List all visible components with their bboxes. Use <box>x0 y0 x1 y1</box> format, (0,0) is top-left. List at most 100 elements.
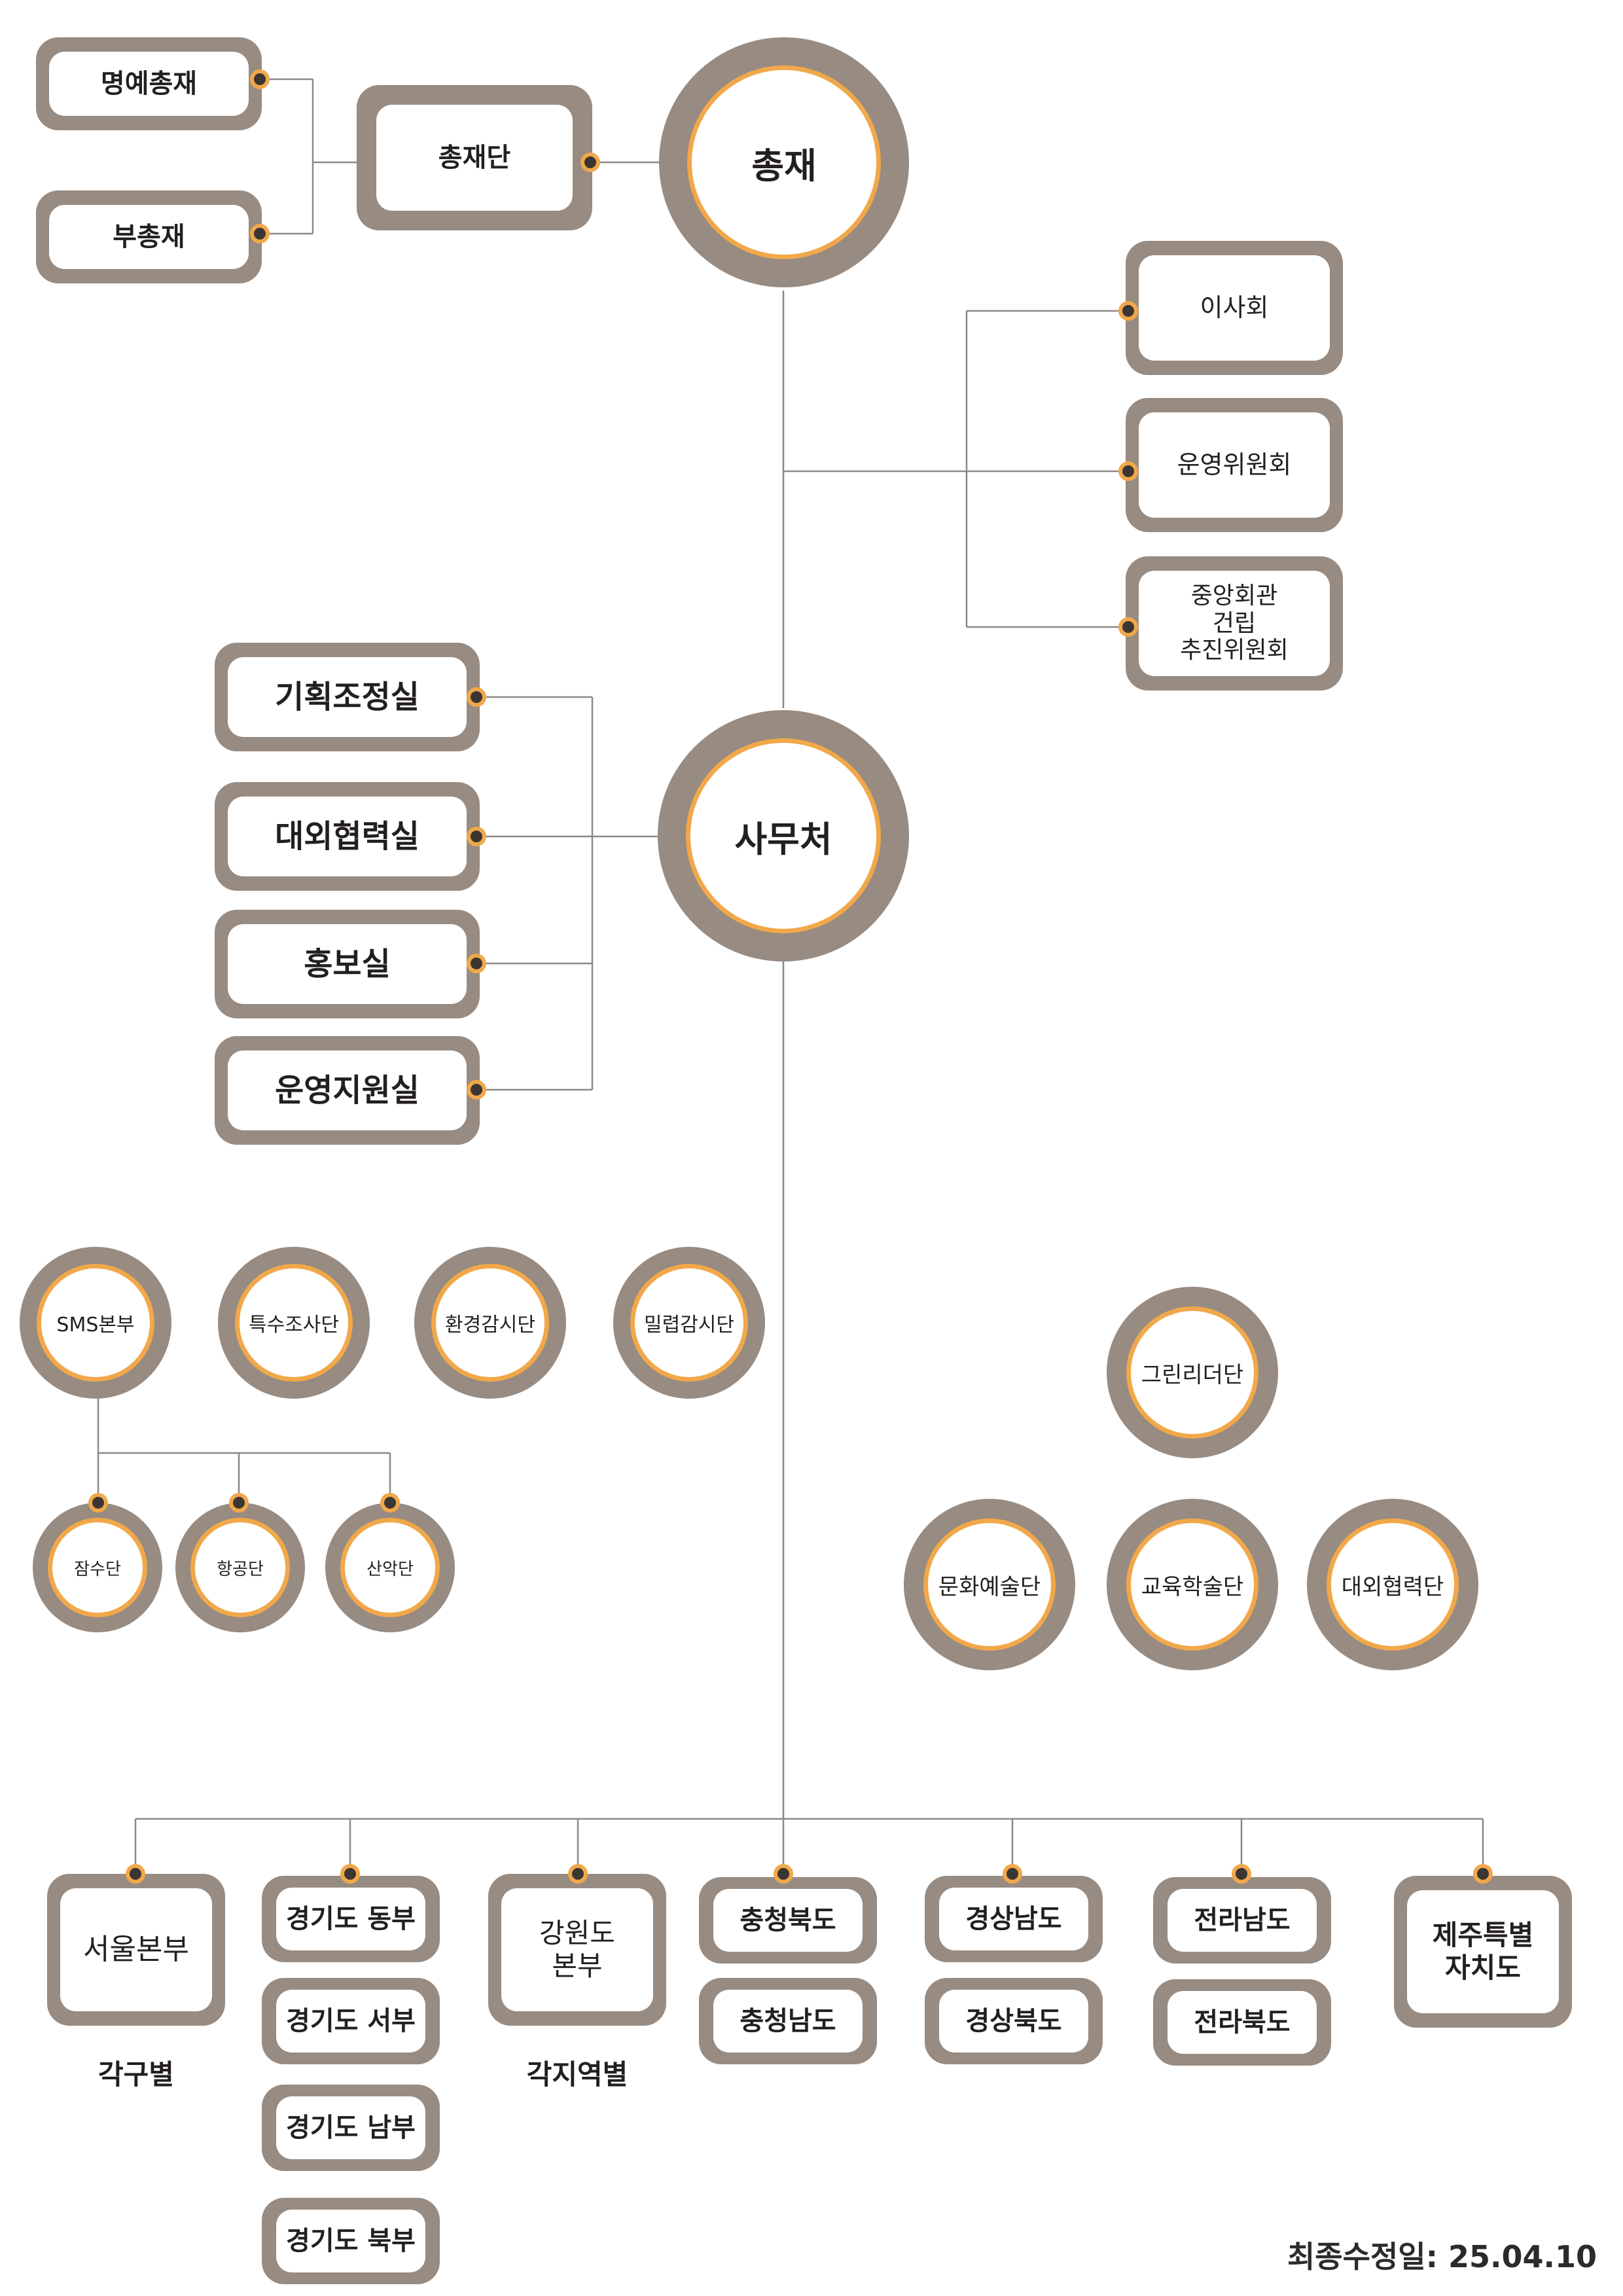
gyeongnam-label: 경상남도 <box>939 1888 1088 1950</box>
gangwon-box: 강원도 본부 <box>488 1874 666 2026</box>
last-modified-date: 최종수정일: 25.04.10 <box>1287 2239 1597 2274</box>
hall-committee-line-1: 중앙회관 <box>1190 583 1278 610</box>
gangwon-label: 강원도 본부 <box>501 1888 653 2011</box>
connector-dot <box>467 687 486 707</box>
gyeonggi-west-box: 경기도 서부 <box>262 1978 440 2064</box>
hall-committee-label: 중앙회관 건립 추진위원회 <box>1139 571 1330 676</box>
hall-committee-box: 중앙회관 건립 추진위원회 <box>1126 556 1343 691</box>
presidium-box: 총재단 <box>357 85 592 230</box>
jeonnam-box: 전라남도 <box>1153 1877 1331 1964</box>
connector-dot <box>229 1493 249 1513</box>
aviation-unit-label: 항공단 <box>190 1518 290 1617</box>
gyeongbuk-box: 경상북도 <box>925 1978 1103 2064</box>
poaching-watch-circle: 밀렵감시단 <box>613 1247 765 1399</box>
gyeonggi-east-label: 경기도 동부 <box>276 1888 425 1950</box>
connector-dot <box>568 1864 588 1884</box>
office-cooperation-box: 대외협력실 <box>215 782 480 891</box>
gyeongnam-box: 경상남도 <box>925 1876 1103 1962</box>
office-pr-box: 홍보실 <box>215 910 480 1018</box>
directors-box: 이사회 <box>1126 241 1343 375</box>
connector-dot <box>250 69 270 89</box>
environment-watch-circle: 환경감시단 <box>414 1247 566 1399</box>
gyeonggi-north-box: 경기도 북부 <box>262 2198 440 2284</box>
chungnam-label: 충청남도 <box>713 1990 863 2053</box>
honorary-president-label: 명예총재 <box>49 52 249 116</box>
hall-committee-line-2: 건립 <box>1212 609 1257 637</box>
seoul-label: 서울본부 <box>60 1888 212 2011</box>
poaching-watch-label: 밀렵감시단 <box>630 1264 748 1382</box>
sms-circle: SMS본부 <box>20 1247 171 1399</box>
education-science-label: 교육학술단 <box>1126 1518 1258 1651</box>
connector-dot <box>380 1493 400 1513</box>
connector-dot <box>1118 301 1138 321</box>
chungnam-box: 충청남도 <box>699 1978 877 2064</box>
external-cooperation-circle: 대외협력단 <box>1307 1499 1478 1670</box>
connector-dot <box>1473 1864 1493 1884</box>
jeju-box: 제주특별 자치도 <box>1394 1876 1572 2028</box>
gyeonggi-west-label: 경기도 서부 <box>276 1990 425 2053</box>
gyeonggi-south-label: 경기도 남부 <box>276 2096 425 2159</box>
seoul-note: 각구별 <box>98 2058 174 2090</box>
mountain-unit-circle: 산악단 <box>325 1503 455 1632</box>
gyeonggi-east-box: 경기도 동부 <box>262 1876 440 1962</box>
secretariat-circle: 사무처 <box>658 710 909 961</box>
connector-dot <box>580 152 600 172</box>
hall-committee-line-3: 추진위원회 <box>1180 637 1289 664</box>
presidium-label: 총재단 <box>376 105 573 211</box>
jeonbuk-box: 전라북도 <box>1153 1979 1331 2066</box>
office-support-label: 운영지원실 <box>228 1050 467 1130</box>
connector-dot <box>467 1080 486 1100</box>
mountain-unit-label: 산악단 <box>340 1518 440 1617</box>
connector-dot <box>126 1864 145 1884</box>
connector-dot <box>1003 1864 1022 1884</box>
office-cooperation-label: 대외협력실 <box>228 797 467 876</box>
connector-dot <box>774 1864 793 1884</box>
connector-dot <box>1118 461 1138 481</box>
office-planning-box: 기획조정실 <box>215 643 480 751</box>
environment-watch-label: 환경감시단 <box>431 1264 549 1382</box>
jeju-label: 제주특별 자치도 <box>1407 1890 1559 2013</box>
special-investigation-label: 특수조사단 <box>235 1264 353 1382</box>
sms-label: SMS본부 <box>37 1264 154 1382</box>
honorary-president-box: 명예총재 <box>36 37 262 130</box>
connector-dot <box>250 224 270 243</box>
gangwon-line-2: 본부 <box>552 1950 603 1982</box>
aviation-unit-circle: 항공단 <box>175 1503 305 1632</box>
connector-dot <box>1232 1864 1251 1884</box>
gangwon-line-1: 강원도 <box>539 1916 615 1949</box>
culture-arts-circle: 문화예술단 <box>904 1499 1075 1670</box>
connector-dot <box>467 827 486 846</box>
external-cooperation-label: 대외협력단 <box>1327 1518 1459 1651</box>
connector-dot <box>340 1864 360 1884</box>
chungbuk-box: 충청북도 <box>699 1877 877 1964</box>
seoul-box: 서울본부 <box>47 1874 225 2026</box>
connector-dot <box>1118 617 1138 637</box>
jeonbuk-label: 전라북도 <box>1168 1991 1317 2054</box>
connector-dot <box>467 954 486 973</box>
operating-committee-box: 운영위원회 <box>1126 398 1343 532</box>
green-leader-label: 그린리더단 <box>1126 1306 1258 1439</box>
jeonnam-label: 전라남도 <box>1168 1889 1317 1952</box>
green-leader-circle: 그린리더단 <box>1107 1287 1278 1458</box>
president-circle: 총재 <box>659 37 909 287</box>
special-investigation-circle: 특수조사단 <box>218 1247 370 1399</box>
operating-committee-label: 운영위원회 <box>1139 412 1330 518</box>
jeju-line-1: 제주특별 <box>1432 1918 1534 1951</box>
directors-label: 이사회 <box>1139 255 1330 361</box>
jeju-line-2: 자치도 <box>1445 1952 1521 1984</box>
education-science-circle: 교육학술단 <box>1107 1499 1278 1670</box>
office-planning-label: 기획조정실 <box>228 657 467 737</box>
office-support-box: 운영지원실 <box>215 1036 480 1145</box>
vice-president-box: 부총재 <box>36 190 262 283</box>
connector-dot <box>88 1493 108 1513</box>
vice-president-label: 부총재 <box>49 205 249 269</box>
diving-unit-circle: 잠수단 <box>33 1503 162 1632</box>
diving-unit-label: 잠수단 <box>48 1518 147 1617</box>
chungbuk-label: 충청북도 <box>713 1889 863 1952</box>
gyeongbuk-label: 경상북도 <box>939 1990 1088 2053</box>
office-pr-label: 홍보실 <box>228 924 467 1004</box>
secretariat-label: 사무처 <box>686 738 881 933</box>
gangwon-note: 각지역별 <box>526 2058 628 2090</box>
gyeonggi-north-label: 경기도 북부 <box>276 2210 425 2272</box>
president-label: 총재 <box>687 65 881 259</box>
